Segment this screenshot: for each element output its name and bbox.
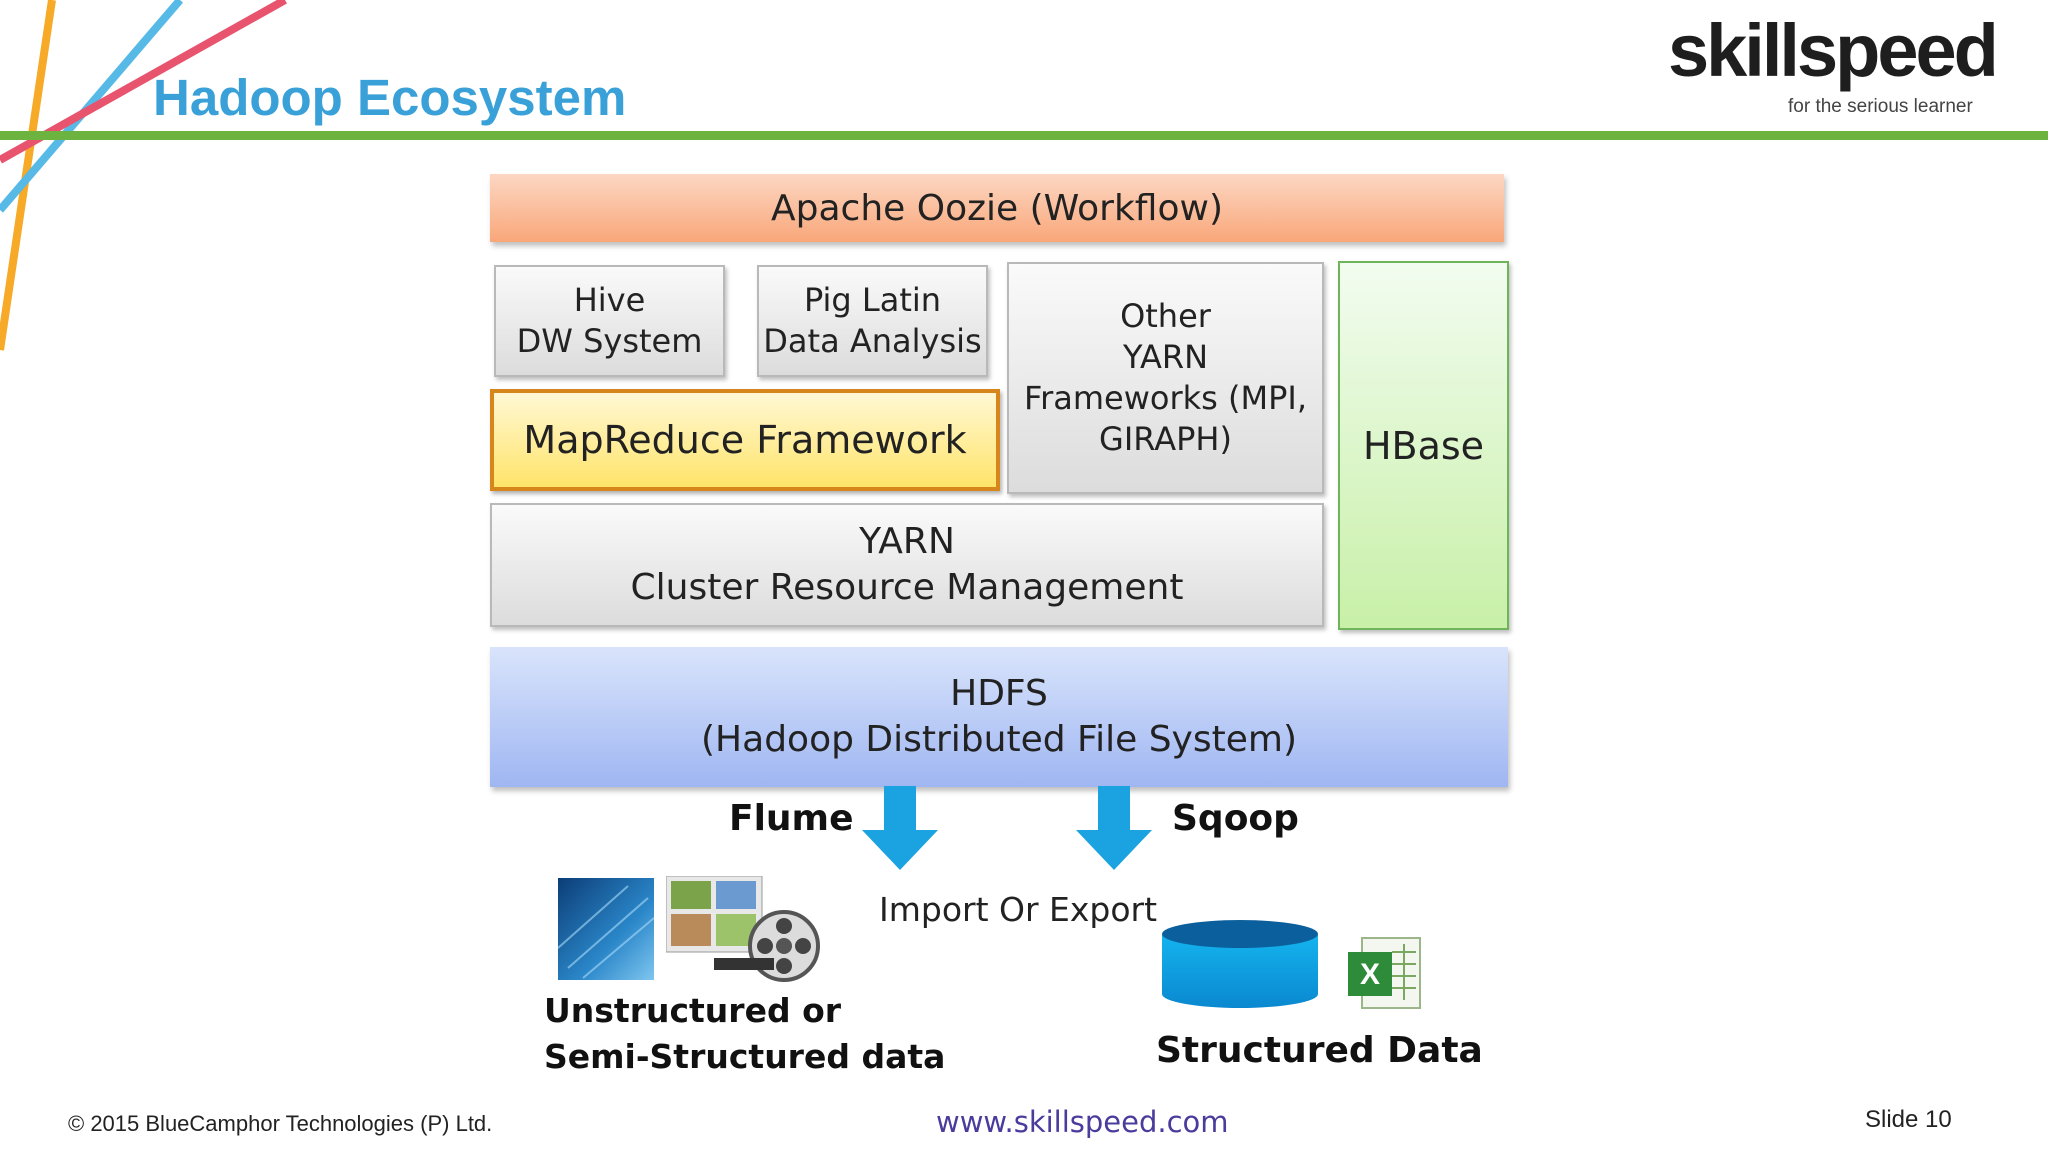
hdfs-line-2: (Hadoop Distributed File System) [701,719,1297,760]
flume-label: Flume [729,798,854,839]
pig-box: Pig Latin Data Analysis [757,265,988,377]
sqoop-arrow-icon [1076,786,1152,870]
hive-line-1: Hive [573,281,646,319]
oozie-box: Apache Oozie (Workflow) [490,174,1504,242]
other-line-1: Other [1120,297,1211,335]
import-export-label: Import Or Export [879,890,1158,929]
unstructured-label: Unstructured or Semi-Structured data [544,988,945,1080]
yarn-line-1: YARN [859,521,955,562]
hdfs-line-1: HDFS [950,673,1048,714]
logo-tagline: for the serious learner [1788,96,1973,117]
hive-line-2: DW System [516,322,703,360]
other-yarn-box: Other YARN Frameworks (MPI, GIRAPH) [1007,262,1324,494]
unstructured-line-1: Unstructured or [544,991,842,1030]
slide-number: Slide 10 [1865,1106,1952,1133]
copyright-text: © 2015 BlueCamphor Technologies (P) Ltd. [68,1111,493,1136]
database-icon [1162,920,1318,1008]
pig-line-2: Data Analysis [763,322,982,360]
oozie-label: Apache Oozie (Workflow) [771,187,1223,229]
hive-box: Hive DW System [494,265,725,377]
svg-text:X: X [1360,958,1380,991]
yarn-line-2: Cluster Resource Management [630,567,1184,608]
website-link[interactable]: www.skillspeed.com [936,1105,1229,1139]
page-title: Hadoop Ecosystem [153,69,627,126]
sqoop-label: Sqoop [1172,798,1299,839]
yarn-box: YARN Cluster Resource Management [490,503,1324,627]
skillspeed-logo: skillspeed [1668,9,1999,92]
corner-decoration [0,0,287,351]
other-line-4: GIRAPH) [1099,420,1232,458]
hbase-box: HBase [1338,261,1509,630]
header-divider [0,131,2048,140]
hdfs-box: HDFS (Hadoop Distributed File System) [490,647,1508,787]
excel-icon: X [1348,937,1421,1009]
pig-line-1: Pig Latin [803,281,942,319]
structured-label: Structured Data [1156,1030,1483,1071]
other-line-2: YARN [1122,338,1209,376]
mapreduce-box: MapReduce Framework [490,389,1000,491]
hbase-label: HBase [1362,423,1485,468]
unstructured-line-2: Semi-Structured data [544,1037,946,1076]
binary-data-icon [558,878,654,980]
mapreduce-label: MapReduce Framework [523,418,967,462]
flume-arrow-icon [862,786,938,870]
media-files-icon [666,876,820,982]
other-line-3: Frameworks (MPI, [1024,379,1307,417]
